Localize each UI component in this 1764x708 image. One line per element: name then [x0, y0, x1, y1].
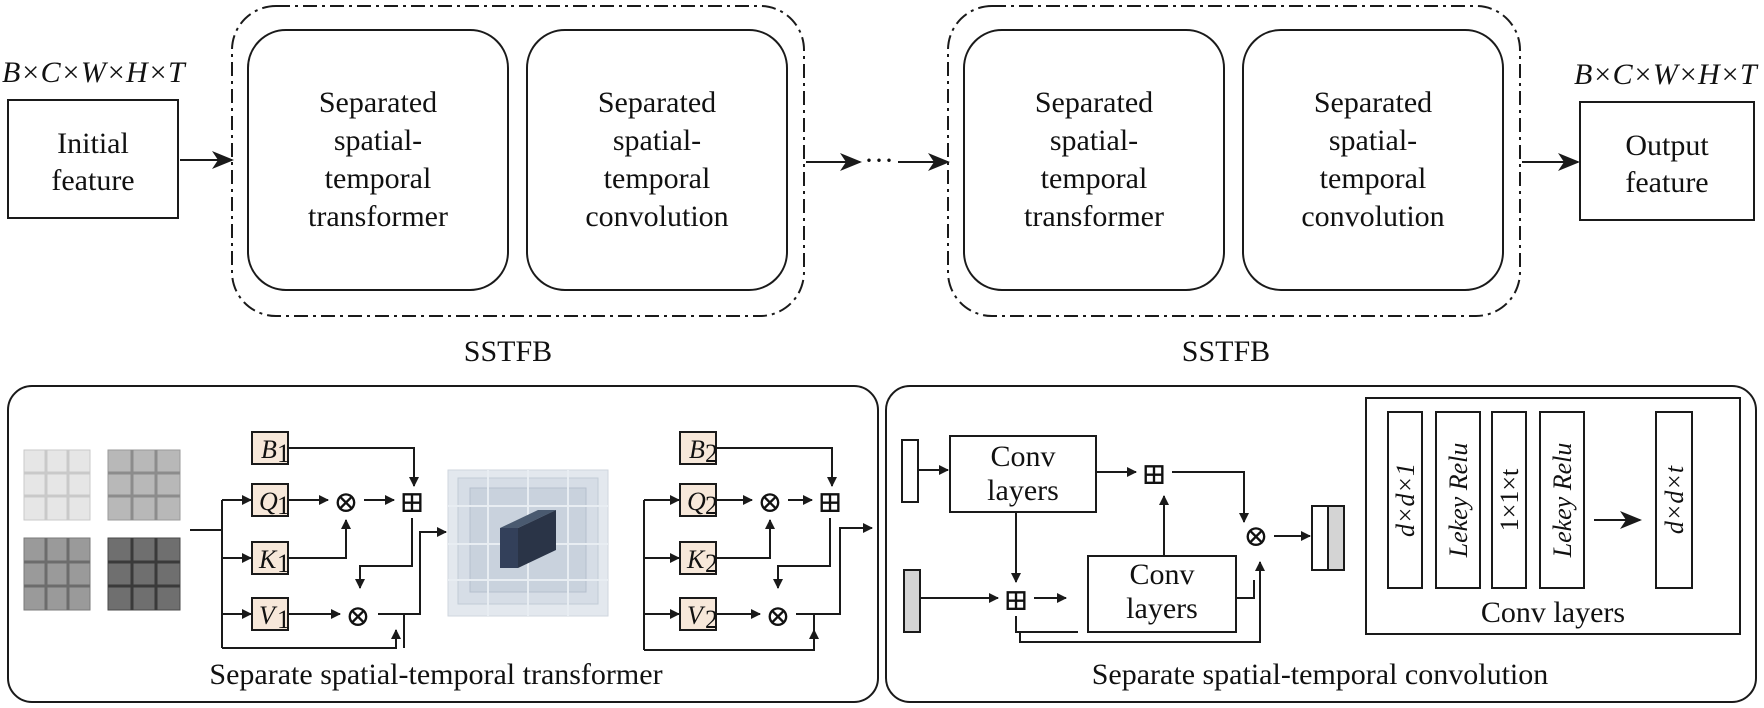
add-3-icon: ⊞	[1141, 458, 1166, 491]
input-bar-2	[903, 569, 921, 633]
svg-text:Q: Q	[259, 487, 278, 516]
svg-text:temporal: temporal	[1320, 162, 1427, 195]
svg-text:1: 1	[277, 439, 290, 468]
svg-text:Lekey Relu: Lekey Relu	[1548, 443, 1577, 559]
transformer-stage-1: B 1 Q 1 K 1 V 1 ⊗ ⊞ ⊗	[190, 431, 447, 649]
sstfb-label-1: SSTFB	[464, 335, 552, 368]
svg-text:Output: Output	[1625, 129, 1709, 162]
svg-text:d×d×1: d×d×1	[1391, 463, 1420, 537]
sst-transformer-box-2	[963, 29, 1225, 291]
initial-feature-box: Initial feature	[7, 99, 179, 219]
svg-text:temporal: temporal	[1041, 162, 1148, 195]
svg-text:2: 2	[705, 605, 718, 634]
multiply-4-icon: ⊗	[765, 600, 790, 633]
svg-text:temporal: temporal	[604, 162, 711, 195]
convolution-flow: Conv layers ⊞ ⊞ Conv layers ⊗	[901, 435, 1345, 643]
sst-convolution-box-1	[526, 29, 788, 291]
layer-dxdx1	[1387, 411, 1423, 589]
add-4-icon: ⊞	[1003, 584, 1028, 617]
multiply-5-icon: ⊗	[1243, 520, 1268, 553]
svg-text:convolution: convolution	[585, 200, 728, 233]
svg-text:spatial-: spatial-	[1050, 124, 1138, 157]
conv-layers-detail: d×d×1 Lekey Relu 1×1×t Lekey Relu d×d×t …	[1365, 397, 1741, 635]
multiply-1-icon: ⊗	[333, 486, 358, 519]
svg-text:V: V	[259, 601, 278, 630]
conv-layers-box-2	[1087, 555, 1237, 633]
svg-text:2: 2	[705, 491, 718, 520]
svg-text:V: V	[687, 601, 706, 630]
output-feature-box: Output feature	[1579, 101, 1755, 221]
convolution-panel-caption: Separate spatial-temporal convolution	[1092, 658, 1549, 691]
svg-text:Separated: Separated	[1035, 86, 1153, 119]
svg-text:2: 2	[705, 439, 718, 468]
layer-dxdxt	[1655, 411, 1693, 589]
input-dims-label: B×C×W×H×T	[2, 56, 187, 89]
conv-layers-detail-caption: Conv layers	[1481, 596, 1625, 629]
add-2-icon: ⊞	[817, 486, 842, 519]
svg-text:Conv: Conv	[990, 440, 1055, 473]
svg-text:1: 1	[277, 549, 290, 578]
svg-text:feature: feature	[1625, 166, 1708, 199]
svg-text:B: B	[261, 435, 277, 464]
q1-box	[251, 483, 289, 517]
svg-text:1: 1	[277, 491, 290, 520]
svg-text:layers: layers	[987, 474, 1059, 507]
svg-text:2: 2	[705, 549, 718, 578]
ellipsis: ···	[864, 144, 894, 177]
svg-text:1×1×t: 1×1×t	[1495, 468, 1524, 531]
conv-layers-box-1	[949, 435, 1097, 513]
attention-volume-icon	[447, 469, 609, 617]
svg-text:transformer: transformer	[1024, 200, 1164, 233]
v2-box	[679, 597, 717, 631]
input-bar-1	[901, 439, 919, 503]
svg-text:Separated: Separated	[319, 86, 437, 119]
transformer-panel	[7, 385, 879, 703]
multiply-3-icon: ⊗	[757, 486, 782, 519]
svg-text:K: K	[258, 545, 278, 574]
layer-lekey-relu-1	[1435, 411, 1481, 589]
initial-feature-label-line1: Initial	[57, 127, 129, 160]
svg-text:Separated: Separated	[598, 86, 716, 119]
patch-cubes-icon	[23, 449, 181, 611]
sstfb-block-1: Separated spatial- temporal transformer …	[231, 5, 805, 317]
svg-text:Conv: Conv	[1129, 558, 1194, 591]
svg-text:K: K	[686, 545, 706, 574]
svg-text:1: 1	[277, 605, 290, 634]
sstfb-block-2: Separated spatial- temporal transformer …	[947, 5, 1521, 317]
output-dims-label: B×C×W×H×T	[1574, 58, 1759, 91]
svg-text:B: B	[689, 435, 705, 464]
svg-text:transformer: transformer	[308, 200, 448, 233]
svg-text:d×d×t: d×d×t	[1660, 465, 1689, 534]
b2-box	[679, 431, 717, 465]
sstfb-label-2: SSTFB	[1182, 335, 1270, 368]
svg-text:convolution: convolution	[1301, 200, 1444, 233]
transformer-panel-caption: Separate spatial-temporal transformer	[209, 658, 662, 691]
svg-text:spatial-: spatial-	[1329, 124, 1417, 157]
sst-transformer-box-1	[247, 29, 509, 291]
transformer-stage-2: B 2 Q 2 K 2 V 2 ⊗ ⊞ ⊗	[643, 431, 873, 651]
k1-box	[251, 541, 289, 575]
initial-feature-label-line2: feature	[51, 164, 134, 197]
svg-text:layers: layers	[1126, 592, 1198, 625]
v1-box	[251, 597, 289, 631]
sst-convolution-box-2	[1242, 29, 1504, 291]
svg-text:Lekey Relu: Lekey Relu	[1444, 443, 1473, 559]
svg-text:spatial-: spatial-	[334, 124, 422, 157]
svg-text:Q: Q	[687, 487, 706, 516]
svg-text:Separated: Separated	[1314, 86, 1432, 119]
layer-lekey-relu-2	[1539, 411, 1585, 589]
svg-text:temporal: temporal	[325, 162, 432, 195]
add-1-icon: ⊞	[399, 486, 424, 519]
svg-text:spatial-: spatial-	[613, 124, 701, 157]
layer-1x1xt	[1491, 411, 1527, 589]
multiply-2-icon: ⊗	[345, 600, 370, 633]
